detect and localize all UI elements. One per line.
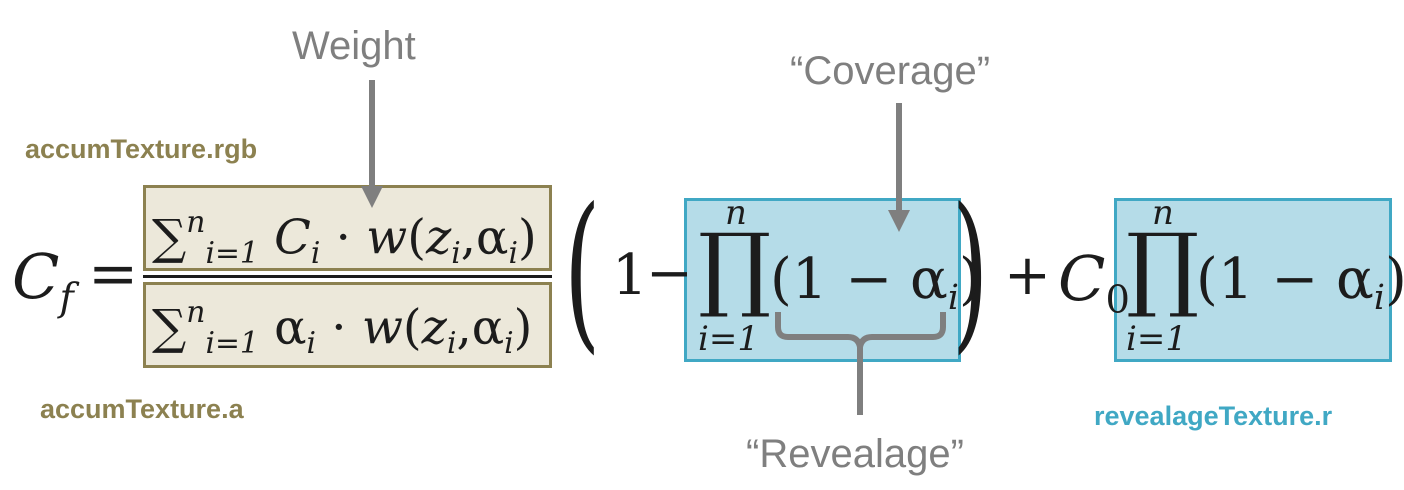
coverage-label: “Coverage” [790,49,991,93]
product-upper-limit-2: n [1152,193,1174,233]
sum-upper-limit-den: n [186,295,206,330]
equals-sign: = [88,239,139,309]
numerator-box [143,185,552,271]
product-lower-limit: i=1 [698,319,759,359]
dot-operator: · [335,209,351,266]
big-close-paren: ) [952,172,989,370]
weight-function: w [366,209,408,266]
product-symbol: ∏ [698,214,772,321]
coverage-alpha-subscript: i [947,278,959,319]
revealage-texture-label: revealageTexture.r [1094,401,1333,431]
background-color-subscript: 0 [1105,277,1130,323]
depth-term-den: z [421,299,447,356]
alpha-weight-subscript: i [306,325,317,361]
accum-alpha-label: accumTexture.a [40,394,244,424]
revealage-term: (1 − αi) [1196,252,1404,316]
one: 1 [612,243,648,308]
color-term-subscript: i [310,235,321,271]
weight-open-paren: ( [407,209,426,266]
accum-rgb-label: accumTexture.rgb [25,134,258,164]
lhs-subscript: f [59,275,74,321]
comma: , [460,209,477,266]
sum-operator: ∑ni=1 [152,208,259,269]
dot-operator-den: · [331,299,347,356]
coverage-open-paren: ( [770,247,792,312]
weight-function-den: w [361,299,403,356]
lhs-symbol: C [12,240,60,313]
sum-symbol: ∑ [152,209,187,266]
product-lower-limit-2: i=1 [1126,319,1187,359]
sum-operator-den: ∑ni=1 [152,298,259,359]
alpha-subscript-den: i [504,325,514,361]
sum-symbol-den: ∑ [152,299,187,356]
color-term: C [274,209,311,266]
coverage-one: 1 [791,247,828,312]
alpha-weight-term: α [274,299,307,356]
revealage-open-paren: ( [1196,247,1218,312]
lhs: Cf [12,246,74,318]
revealage-label: “Revealage” [746,432,964,476]
plus-sign: + [1004,243,1051,308]
alpha-term-den: α [471,299,505,356]
alpha-subscript: i [508,235,518,271]
comma-den: , [456,299,472,356]
coverage-term: (1 − αi) [770,252,981,316]
alpha-term: α [476,209,509,266]
weight-open-paren-den: ( [402,299,422,356]
weight-close-paren-den: ) [513,299,533,356]
revealage-product-box [1114,198,1392,362]
coverage-minus: − [845,247,893,312]
denominator: ∑ni=1 αi · w(zi,αi) [152,298,532,359]
revealage-one: 1 [1217,247,1254,312]
sum-lower-limit: i=1 [205,235,259,271]
coverage-alpha: α [910,247,948,312]
product-symbol-2: ∏ [1126,214,1200,321]
revealage-alpha-subscript: i [1373,278,1385,319]
weight-label: Weight [292,24,416,68]
denominator-box [143,282,552,368]
revealage-minus: − [1271,247,1319,312]
depth-term: z [425,209,452,266]
coverage-close-paren: ) [958,247,981,312]
revealage-close-paren: ) [1385,247,1404,312]
sum-upper-limit: n [186,205,206,240]
coverage-arrow [888,103,910,232]
sum-lower-limit-den: i=1 [205,325,259,361]
weight-arrow [361,80,383,208]
numerator: ∑ni=1 Ci · w(zi,αi) [152,208,537,269]
weight-close-paren: ) [517,209,537,266]
product-upper-limit: n [725,193,747,233]
depth-subscript-den: i [446,325,457,361]
revealage-alpha: α [1336,247,1374,312]
background-color-term: C0 [1058,248,1130,320]
revealage-bracket [775,312,946,415]
minus-sign: − [646,241,693,306]
big-open-paren: ( [564,172,601,370]
background-color-symbol: C [1058,242,1106,315]
depth-subscript: i [451,235,461,271]
fraction-bar [143,275,552,278]
